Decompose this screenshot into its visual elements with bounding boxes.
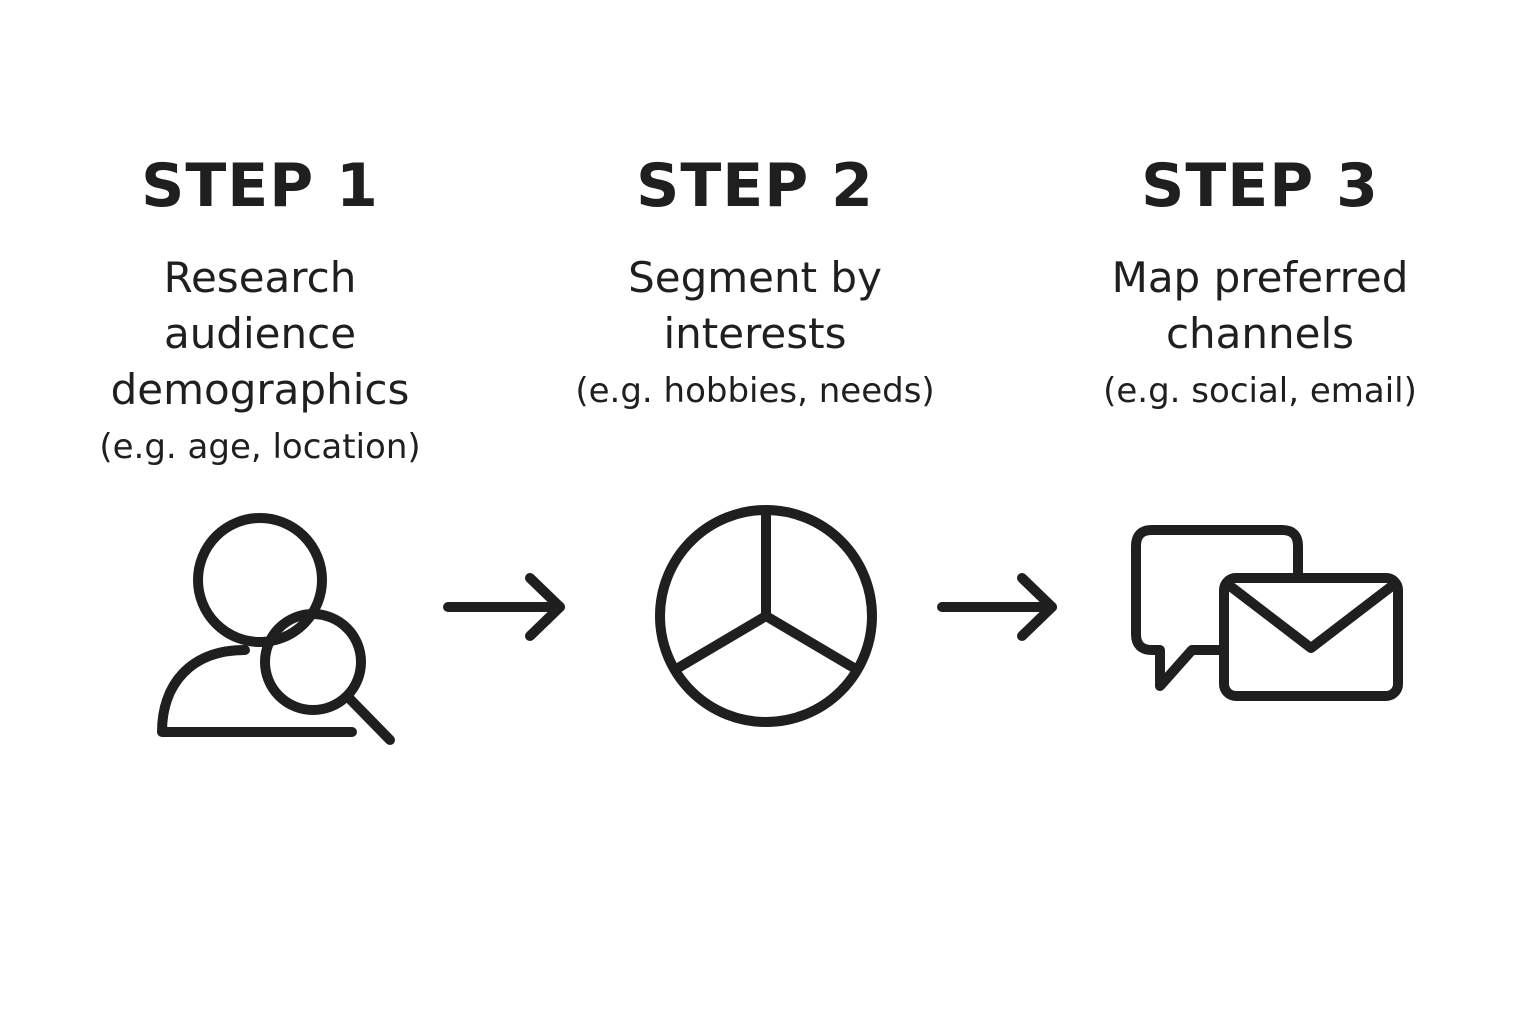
step-title: STEP 3 [1141,151,1379,221]
step-description: Research audience demographics [50,250,470,418]
chat-email-icon [1131,525,1403,701]
step-1: STEP 1 Research audience demographics (e… [50,150,470,472]
arrow-right-icon [937,573,1057,641]
step-2: STEP 2 Segment by interests (e.g. hobbie… [545,150,965,416]
step-description-line: Map preferred [1111,253,1409,302]
step-description: Map preferred channels [1050,250,1470,362]
step-title: STEP 1 [141,151,379,221]
user-search-icon [157,513,395,745]
step-description-line: demographics [110,365,410,414]
step-description-line: interests [663,309,847,358]
step-example: (e.g. age, location) [99,427,421,467]
pie-segments-icon [655,505,877,727]
step-description-line: Research [163,253,357,302]
step-description-line: channels [1165,309,1355,358]
step-description-line: Segment by [628,253,882,302]
step-description-line: audience [163,309,357,358]
arrow-right-icon [443,573,565,641]
step-description: Segment by interests [545,250,965,362]
step-3: STEP 3 Map preferred channels (e.g. soci… [1050,150,1470,416]
step-example: (e.g. social, email) [1103,371,1417,411]
step-title: STEP 2 [636,151,874,221]
step-example: (e.g. hobbies, needs) [575,371,935,411]
